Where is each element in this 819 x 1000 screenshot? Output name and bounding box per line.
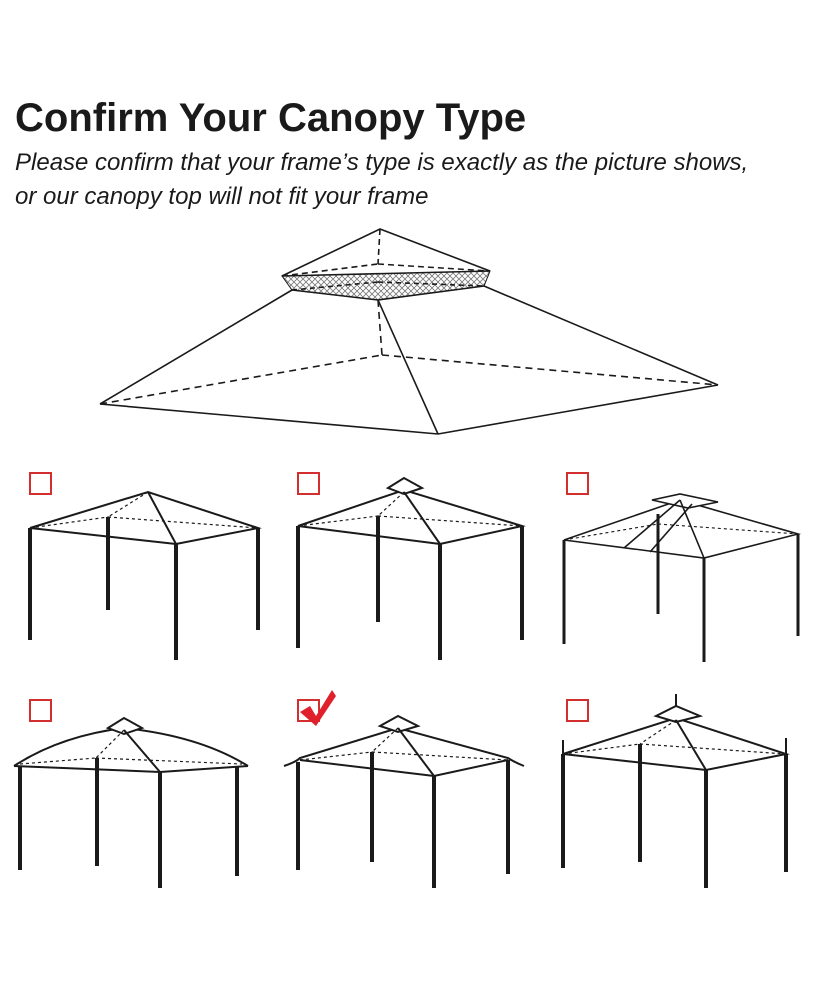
option-checkbox[interactable] [297, 472, 320, 495]
option-checkbox[interactable] [29, 472, 52, 495]
instructions: Please confirm that your frame’s type is… [15, 146, 748, 214]
checkmark-icon [300, 690, 336, 726]
page-title: Confirm Your Canopy Type [15, 96, 527, 140]
canopy-option-1[interactable] [28, 472, 262, 660]
option-checkbox[interactable] [297, 699, 320, 722]
canopy-option-2[interactable] [296, 472, 526, 660]
canopy-top-diagram [99, 228, 719, 435]
canopy-option-3[interactable] [562, 472, 802, 662]
canopy-option-5[interactable] [283, 690, 525, 888]
instructions-line-1: Please confirm that your frame’s type is… [15, 149, 749, 176]
option-checkbox[interactable] [566, 699, 589, 722]
canopy-option-4[interactable] [13, 699, 249, 888]
option-checkbox[interactable] [566, 472, 589, 495]
instructions-line-2: or our canopy top will not fit your fram… [15, 183, 429, 210]
canopy-option-6[interactable] [561, 694, 790, 888]
option-checkbox[interactable] [29, 699, 52, 722]
